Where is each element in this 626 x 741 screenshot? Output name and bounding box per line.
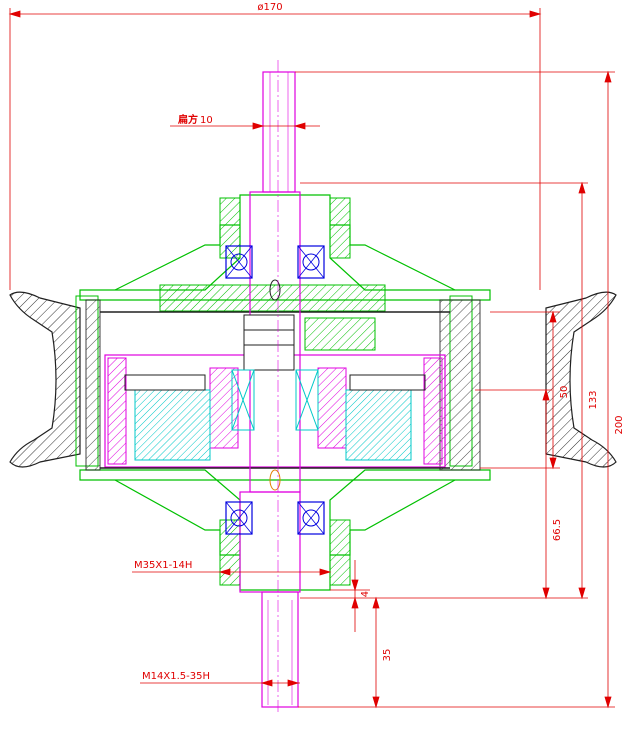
dim-35: 35: [382, 649, 393, 662]
bearing-lower-right: [297, 501, 325, 535]
dim-4: 4: [360, 591, 371, 597]
bearing-center-left: [231, 369, 255, 431]
shaft: [239, 60, 301, 715]
dim-50: 50: [559, 386, 570, 399]
dim-thread-upper: M35X1-14H: [134, 560, 192, 571]
bearing-center-right: [295, 369, 319, 431]
bearings: [225, 245, 325, 535]
bearing-lower-left: [225, 501, 253, 535]
bearing-upper-right: [297, 245, 325, 279]
dim-thread-lower: M14X1.5-35H: [142, 671, 210, 682]
dim-66-5: 66.5: [552, 519, 563, 541]
bearing-upper-left: [225, 245, 253, 279]
dim-200: 200: [614, 415, 625, 434]
dim-key-label-num: 10: [200, 115, 213, 126]
dimension-lines: [8, 8, 615, 709]
dim-top-diameter: ø170: [257, 2, 282, 13]
dim-key-label-cn: 扁方: [178, 113, 198, 126]
wheel-rim: [9, 291, 617, 468]
dim-133: 133: [588, 390, 599, 409]
